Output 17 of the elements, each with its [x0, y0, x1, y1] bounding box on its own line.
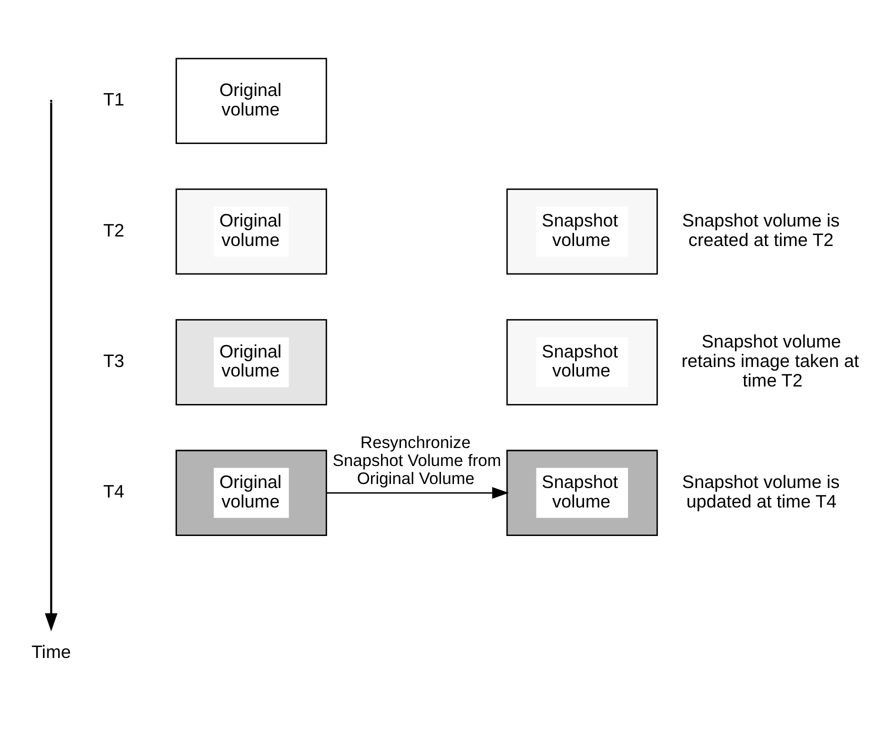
edge-label: Resynchronize Snapshot Volume from Original Volume [332, 432, 502, 488]
node-label: Snapshot volume retains image taken at time T2 [681, 331, 860, 390]
node-label: Snapshot volume is created at time T2 [682, 210, 840, 250]
node-box: Original volume [176, 188, 328, 274]
node-label: Snapshot volume is updated at time T4 [682, 471, 840, 511]
label: T3 [103, 350, 124, 370]
label: Time [31, 642, 71, 662]
node-box: Snapshot volume [506, 449, 658, 536]
node-box: Original volume [176, 318, 328, 405]
node-box: Snapshot volume [506, 188, 658, 274]
arrow [326, 486, 509, 498]
label: T1 [103, 89, 124, 110]
node-box: Snapshot volume [506, 318, 658, 405]
node-box: Original volume [176, 57, 328, 144]
node-box: Original volume [176, 449, 328, 536]
label: T4 [103, 481, 124, 502]
label: T2 [103, 220, 124, 240]
